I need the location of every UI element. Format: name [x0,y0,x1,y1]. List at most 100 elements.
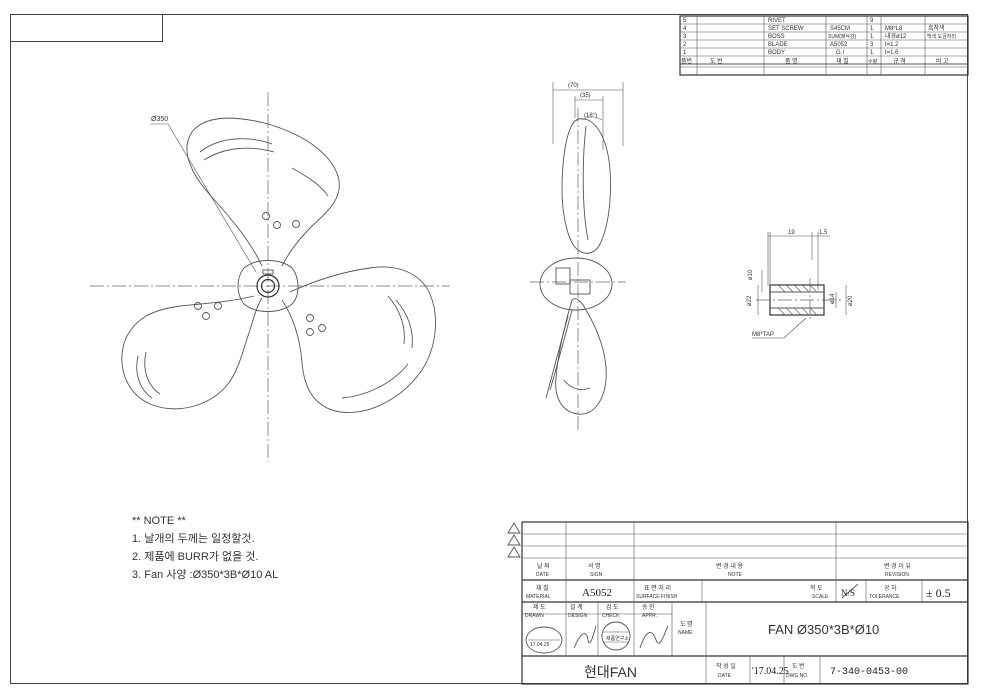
bom-cell-qty: 9 [870,18,874,24]
reason-label-kr: 변 경 이 유 [884,562,912,570]
corner-reference-box [10,14,163,42]
boss-dim-19: 19 [788,230,795,236]
note-item: 3. Fan 사양 :Ø350*3B*Ø10 AL [132,569,279,581]
bom-cell-name: BLADE [768,42,788,48]
drawn-stamp: 17.04.25 [525,626,563,654]
check-stamp-text: 제품연구소 [606,635,629,642]
bom-cell-qty: 1 [870,50,874,56]
reason-label-en: REVISION [885,572,909,578]
bom-cell-spec: M8*L8 [885,26,903,32]
bom-header-name: 품 명 [785,57,798,65]
notes-block: ** NOTE ** 1. 날개의 두께는 일정할것. 2. 제품에 BURR가… [132,512,278,584]
check-stamp: 제품연구소 [601,621,631,651]
sign-label-en: SIGN [590,572,603,578]
bom-header-remark: 비 고 [936,57,949,65]
tolerance-value: ± 0.5 [926,586,951,600]
boss-dim-d20: ø20 [848,295,854,306]
bom-header-dwg: 도 번 [710,57,723,65]
appr-label-en: APPR. [642,613,657,619]
bom-cell-spec: 내경ø12 [885,32,907,40]
finish-label-en: SURFACE FINISH [636,594,678,600]
scale-value: N/S [841,588,855,598]
bom-header-material: 재 질 [836,57,849,65]
date-label-en: DATE [536,572,550,578]
bom-cell-no: 1 [683,50,687,56]
bom-cell-qty: 3 [870,42,874,48]
bom-cell-spec: t=1.2 [885,42,899,48]
bom-header-qty: 수량 [868,58,878,65]
tolerance-label-en: TOLERANCE [869,594,900,600]
bom-row: 1 BODY G.I 1 t=1.6 [683,50,899,56]
side-view-dim-angle: (18°) [584,113,597,119]
bom-cell-no: 2 [683,42,687,48]
bom-table [679,15,969,76]
made-date-label-en: DATE [718,673,732,679]
bom-row: 5 RIVET 9 [683,18,874,24]
front-view [90,92,450,462]
bom-cell-no: 4 [683,26,687,32]
bom-cell-material: A5052 [830,42,848,48]
bom-cell-material: SUM(쾌삭강) [828,33,857,40]
bom-cell-name: SET SCREW [768,26,804,32]
design-label-en: DESIGN [568,613,588,619]
bom-header-no: 품번 [681,57,692,65]
bom-cell-name: RIVET [768,18,786,24]
made-date-value: '17.04.25 [752,666,789,677]
material-label-en: MATERIAL [526,594,551,600]
scale-label-en: SCALE [812,594,829,600]
appr-label-kr: 승 인 [642,604,655,611]
design-label-kr: 설 계 [570,603,583,611]
design-signature [573,625,597,649]
change-label-en: NOTE [728,572,743,578]
bom-row: 4 SET SCREW S45CM 1 M8*L8 흑착색 [683,24,945,32]
bom-row: 3 BOSS SUM(쾌삭강) 1 내경ø12 백색 도금처리 [683,32,956,40]
side-view [530,82,626,430]
front-view-diameter-label: Ø350 [151,116,168,123]
bom-cell-qty: 1 [870,34,874,40]
dwg-no-label-kr: 도 번 [792,662,805,670]
check-label-en: CHECK [602,613,620,619]
tolerance-label-kr: 공 차 [884,584,897,592]
bom-cell-qty: 1 [870,26,874,32]
boss-dim-d10: ø10 [748,269,754,280]
title-block [507,521,969,685]
bom-cell-no: 3 [683,34,687,40]
bom-cell-material: S45CM [830,26,850,32]
check-label-kr: 검 도 [606,604,619,611]
boss-dim-d14: ø14 [830,293,836,304]
material-label-kr: 재 질 [536,584,549,592]
signature-area: 17.04.25 제품연구소 [525,621,669,654]
dwg-no-value: 7-340-0453-00 [830,667,908,678]
company-name: 현대FAN [584,664,637,680]
boss-tap-label: M8*TAP [752,332,774,338]
boss-detail [752,232,847,339]
bom-cell-name: BODY [768,50,785,56]
bom-row: 2 BLADE A5052 3 t=1.2 [683,42,899,48]
bom-header-spec: 규 격 [893,58,906,65]
side-view-dim-70: (70) [568,83,579,89]
drawn-label-en: DRAWN [525,613,544,619]
drawn-stamp-date: 17.04.25 [530,642,550,648]
drawing-sheet-border [10,14,968,684]
name-label-en: NAME [678,630,693,636]
note-item: 2. 제품에 BURR가 없을 것. [132,551,259,563]
bom-cell-remark: 백색 도금처리 [927,33,956,40]
bom-cell-spec: t=1.6 [885,50,899,56]
bom-header-row: 품번 도 번 품 명 재 질 수량 규 격 비 고 [681,57,949,65]
name-label-kr: 도 명 [680,620,693,628]
scale-label-kr: 척 도 [810,584,823,592]
sign-label-kr: 서 명 [588,562,601,570]
boss-dim-1-5: 1.5 [819,230,828,236]
drawing-name: FAN Ø350*3B*Ø10 [768,622,879,637]
dwg-no-label-en: DWG NO. [786,673,809,679]
date-label-kr: 날 짜 [537,562,550,570]
made-date-label-kr: 작 성 일 [716,662,736,670]
title-block-labels: 날 짜 DATE 서 명 SIGN 변 경 내 용 NOTE 변 경 이 유 R… [525,562,951,680]
side-view-dim-35: (35) [580,93,591,99]
appr-signature [639,625,669,649]
material-value: A5052 [582,587,612,599]
change-label-kr: 변 경 내 용 [716,562,744,570]
bom-cell-material: G.I [836,50,844,56]
finish-label-kr: 표 면 처 리 [644,584,671,592]
